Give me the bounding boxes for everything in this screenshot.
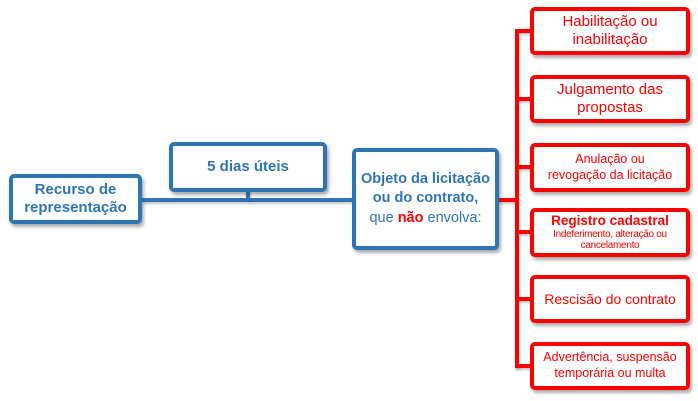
- exception-label-line: temporária ou multa: [554, 366, 666, 380]
- exception-title: Registro cadastral: [551, 213, 669, 229]
- condition-text-post: envolva:: [423, 209, 482, 226]
- branch-stub-1: [515, 29, 530, 33]
- exception-label-line: Habilitação ou: [562, 13, 658, 30]
- branch-stub-5: [515, 297, 530, 301]
- condition-line-3: que não envolva:: [369, 209, 481, 229]
- exception-registro-cadastral: Registro cadastral Indeferimento, altera…: [530, 208, 690, 257]
- branch-stub-3: [515, 165, 530, 169]
- exception-label-line: Anulação ou: [575, 151, 645, 166]
- node-recurso-representacao: Recurso de representação: [9, 174, 142, 224]
- exception-anulacao: Anulação ou revogação da licitação: [530, 143, 690, 192]
- branch-trunk: [515, 29, 519, 368]
- connector-deadline-stub: [246, 191, 250, 199]
- exception-label-line: Julgamento das: [557, 81, 663, 98]
- condition-line-1: Objeto da licitação: [361, 170, 490, 187]
- branch-stub-6: [515, 364, 530, 368]
- exception-rescisao: Rescisão do contrato: [530, 275, 690, 323]
- exception-label-line: revogação da licitação: [547, 167, 673, 182]
- node-objeto-licitacao: Objeto da licitação ou do contrato, que …: [352, 148, 499, 250]
- branch-stub-2: [515, 97, 530, 101]
- node-5-dias-uteis: 5 dias úteis: [169, 142, 327, 192]
- condition-line-2: ou do contrato,: [372, 190, 479, 207]
- exception-label-line: inabilitação: [572, 31, 648, 48]
- exception-label-line: propostas: [577, 99, 643, 116]
- exception-habilitacao: Habilitação ou inabilitação: [530, 7, 690, 55]
- node-label-line: Recurso de: [34, 181, 117, 198]
- condition-text-pre: que: [369, 209, 398, 226]
- condition-emphasis-nao: não: [397, 209, 424, 226]
- exception-subtitle-line: cancelamento: [580, 240, 640, 252]
- branch-stub-4: [515, 230, 530, 234]
- exception-label-line: Advertência, suspensão: [543, 350, 677, 365]
- exception-advertencia: Advertência, suspensão temporária ou mul…: [530, 342, 690, 390]
- node-label: 5 dias úteis: [207, 158, 289, 175]
- exception-julgamento: Julgamento das propostas: [530, 75, 690, 123]
- node-label-line: representação: [24, 199, 127, 216]
- connector-condition-to-trunk: [498, 198, 519, 202]
- exception-subtitle-line: Indeferimento, alteração ou: [553, 228, 667, 240]
- exception-label-line: Rescisão do contrato: [544, 290, 676, 307]
- connector-root-to-condition: [142, 198, 353, 202]
